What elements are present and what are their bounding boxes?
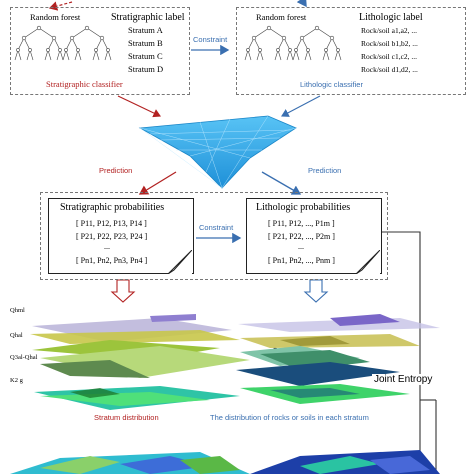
- litho-prob-row-4: [ Pn1, Pn2, ..., Pnm ]: [268, 256, 335, 265]
- strat-prob-row-4: [ Pn1, Pn2, Pn3, Pn4 ]: [76, 256, 148, 265]
- stratum-b: Stratum B: [128, 38, 163, 48]
- stratum-d: Stratum D: [128, 64, 164, 74]
- litho-prob-row-3: ...: [298, 242, 304, 251]
- joint-entropy-label: Joint Entropy: [372, 374, 435, 385]
- strat-prob-row-2: [ P21, P22, P23, P24 ]: [76, 232, 148, 241]
- prediction-right-label: Prediction: [308, 166, 342, 175]
- prediction-left-arrow: [138, 171, 177, 195]
- litho-forest-label: Random forest: [256, 12, 307, 22]
- down-blue-arrow: [303, 279, 329, 303]
- forest-left-icon: [14, 25, 112, 61]
- top-red-arrow: [48, 1, 73, 11]
- litho-prob-title: Lithologic probabilities: [256, 202, 351, 213]
- page-fold-icon: [356, 250, 380, 274]
- stratum-a: Stratum A: [128, 25, 163, 35]
- prediction-right-arrow: [261, 171, 302, 195]
- tree-icons: [14, 25, 342, 61]
- layer-label-k2g: K2 g: [10, 377, 23, 384]
- rock-d: Rock/soil d1,d2, ...: [361, 65, 418, 74]
- layer-label-q3al-qhal: Q3al-Qhal: [10, 354, 38, 361]
- lithologic-classifier-box: [236, 7, 466, 95]
- rock-distribution-caption: The distribution of rocks or soils in ea…: [210, 413, 369, 422]
- down-red-arrow: [110, 279, 136, 303]
- stratum-stack: [30, 314, 250, 410]
- strat-prob-row-3: ...: [104, 242, 110, 251]
- layer-label-qhal: Qhal: [10, 332, 23, 339]
- strat-label-title: Stratigraphic label: [111, 12, 185, 23]
- litho-prob-row-1: [ P11, P12, ..., P1m ]: [268, 219, 335, 228]
- stratum-c: Stratum C: [128, 51, 163, 61]
- constraint-mid-label: Constraint: [199, 223, 234, 232]
- rock-distribution-stack: [236, 314, 440, 404]
- forest-right-icon: [244, 25, 342, 61]
- stratigraphic-probabilities-box: [48, 198, 194, 274]
- stratigraphic-classifier-box: [10, 7, 190, 95]
- strat-to-mesh-arrow: [117, 95, 161, 118]
- constraint-top-label: Constraint: [193, 35, 228, 44]
- top-blue-arrow: [296, 0, 307, 8]
- strat-classifier-caption: Stratigraphic classifier: [46, 79, 123, 89]
- mesh-model: [138, 115, 297, 189]
- litho-classifier-caption: Lithologic classifier: [300, 80, 363, 89]
- rock-b: Rock/soil b1,b2, ...: [361, 39, 418, 48]
- strat-prob-title: Stratigraphic probabilities: [60, 202, 165, 213]
- strat-forest-label: Random forest: [30, 12, 81, 22]
- strat-prob-row-1: [ P11, P12, P13, P14 ]: [76, 219, 147, 228]
- rock-c: Rock/soil c1,c2, ...: [361, 52, 418, 61]
- probabilities-group-box: [40, 192, 388, 280]
- page-fold-icon: [168, 250, 192, 274]
- prediction-left-label: Prediction: [99, 166, 133, 175]
- litho-label-title: Lithologic label: [359, 12, 423, 23]
- litho-to-mesh-arrow: [281, 95, 321, 117]
- bottom-left-map: [10, 452, 250, 474]
- litho-prob-row-2: [ P21, P22, ..., P2m ]: [268, 232, 335, 241]
- lithologic-probabilities-box: [246, 198, 382, 274]
- bottom-right-map: [250, 450, 440, 474]
- entropy-bracket: [380, 231, 421, 474]
- rock-a: Rock/soil a1,a2, ...: [361, 26, 418, 35]
- stratum-distribution-caption: Stratum distribution: [94, 413, 159, 422]
- layer-label-qhml: Qhml: [10, 307, 25, 314]
